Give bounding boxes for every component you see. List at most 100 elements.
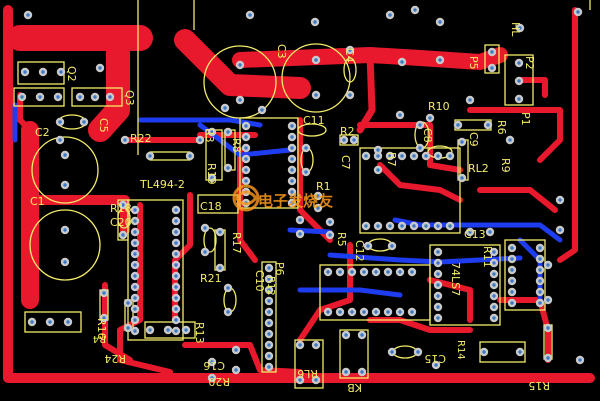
pad-hole [218,266,222,270]
pad-hole [360,370,364,374]
pad-hole [436,250,440,254]
label-r2: R2 [340,125,355,138]
pad-hole [418,123,422,127]
pad-hole [398,113,402,117]
label-r20: R20 [208,375,230,388]
pad-hole [576,10,580,14]
label-r5: R5 [335,232,348,247]
pad-hole [328,220,332,224]
pad-hole [558,198,562,202]
pad-hole [508,138,512,142]
pad-hole [424,154,428,158]
pad-hole [63,260,67,264]
pad-hole [234,368,238,372]
pad-hole [290,168,294,172]
pad-hole [121,233,125,237]
bottom-left-connector-outline [24,311,82,333]
pad-hole [416,350,420,354]
label-r9: R9 [499,158,512,173]
pad-hole [374,270,378,274]
pad-hole [424,224,428,228]
pad-layer [17,5,585,385]
label-layer: HL Q2 Q3 C2 C5 C1 C3 C4 R22 R3 R19 R8 TL… [30,22,550,394]
pad-hole [436,283,440,287]
pad-hole [244,179,248,183]
pad-hole [492,305,496,309]
pad-hole [510,268,514,272]
pad-hole [388,13,392,17]
pad-hole [510,246,514,250]
pad-hole [400,154,404,158]
watermark: 电子发烧友 [258,192,333,210]
pad-hole [223,106,227,110]
label-c18: C18 [200,200,222,213]
c4b-outline [343,57,357,83]
silkscreen-layer [13,0,591,389]
label-r22: R22 [130,132,152,145]
pad-hole [412,154,416,158]
pad-hole [210,130,214,134]
pad-hole [210,360,214,364]
pad-hole [174,230,178,234]
pad-hole [78,95,82,99]
pad-hole [133,285,137,289]
label-tl494: TL494-2 [139,178,185,191]
label-r11: R11 [481,246,494,268]
pad-hole [290,124,294,128]
pad-hole [133,318,137,322]
pad-hole [436,224,440,228]
pad-hole [174,274,178,278]
pad-hole [267,266,271,270]
bottom-trace-2 [137,117,263,128]
pad-hole [538,290,542,294]
label-r16: R16 [95,318,108,340]
pad-hole [218,230,222,234]
pad-hole [578,358,582,362]
label-c11: C11 [303,114,325,127]
pad-hole [364,154,368,158]
pad-hole [290,190,294,194]
label-c5: C5 [97,118,110,133]
pad-hole [267,321,271,325]
p5-outline [484,44,500,74]
pad-hole [133,208,137,212]
pad-hole [314,58,318,62]
pad-hole [133,252,137,256]
pad-hole [482,350,486,354]
pad-hole [290,201,294,205]
label-r24: R24 [104,352,126,365]
pad-hole [348,48,352,52]
pad-hole [510,279,514,283]
pad-hole [133,296,137,300]
pad-hole [362,270,366,274]
label-rl2: RL2 [468,162,489,175]
pad-hole [388,224,392,228]
pad-hole [538,301,542,305]
pad-hole [314,343,318,347]
pad-hole [102,316,106,320]
pad-hole [260,108,264,112]
label-c16: C16 [203,359,225,372]
pad-hole [304,146,308,150]
pad-hole [63,153,67,157]
pad-hole [174,208,178,212]
pad-hole [418,146,422,150]
pad-hole [490,50,494,54]
pad-hole [546,263,550,267]
label-r15: R15 [528,379,550,392]
pad-hole [412,224,416,228]
pad-hole [538,279,542,283]
top-copper-layer [3,5,595,383]
label-r18: R18 [110,202,132,215]
ic-lower-mid-outline [319,264,431,321]
label-c15: C15 [424,352,446,365]
pad-hole [58,138,62,142]
pad-hole [148,154,152,158]
label-kb: KB [347,381,362,394]
pad-hole [546,326,550,330]
pad-hole [174,318,178,322]
pad-hole [366,244,370,248]
pad-hole [93,95,97,99]
label-c3: C3 [275,44,288,59]
pad-hole [558,228,562,232]
